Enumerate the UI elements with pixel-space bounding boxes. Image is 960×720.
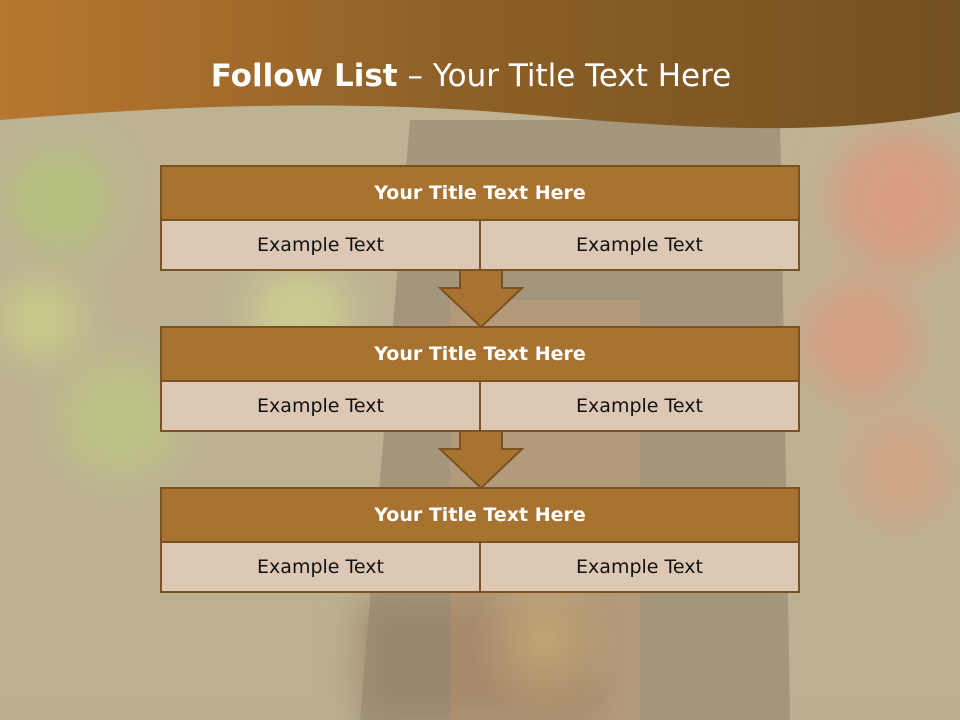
slide-title: Follow List – Your Title Text Here <box>0 56 942 96</box>
step-title: Your Title Text Here <box>160 487 800 543</box>
step-cell-right: Example Text <box>481 221 800 271</box>
step-cell-right: Example Text <box>481 382 800 432</box>
down-arrow-icon <box>438 431 524 489</box>
step-block-2: Your Title Text Here Example Text Exampl… <box>160 326 800 432</box>
title-rest-part: – Your Title Text Here <box>397 58 732 94</box>
step-block-3: Your Title Text Here Example Text Exampl… <box>160 487 800 593</box>
step-cell-left: Example Text <box>160 543 481 593</box>
step-cell-left: Example Text <box>160 221 481 271</box>
step-cell-left: Example Text <box>160 382 481 432</box>
step-title: Your Title Text Here <box>160 165 800 221</box>
step-block-1: Your Title Text Here Example Text Exampl… <box>160 165 800 271</box>
step-cell-right: Example Text <box>481 543 800 593</box>
header-band <box>0 0 960 129</box>
title-bold-part: Follow List <box>210 58 398 94</box>
down-arrow-icon <box>438 270 524 328</box>
step-title: Your Title Text Here <box>160 326 800 382</box>
